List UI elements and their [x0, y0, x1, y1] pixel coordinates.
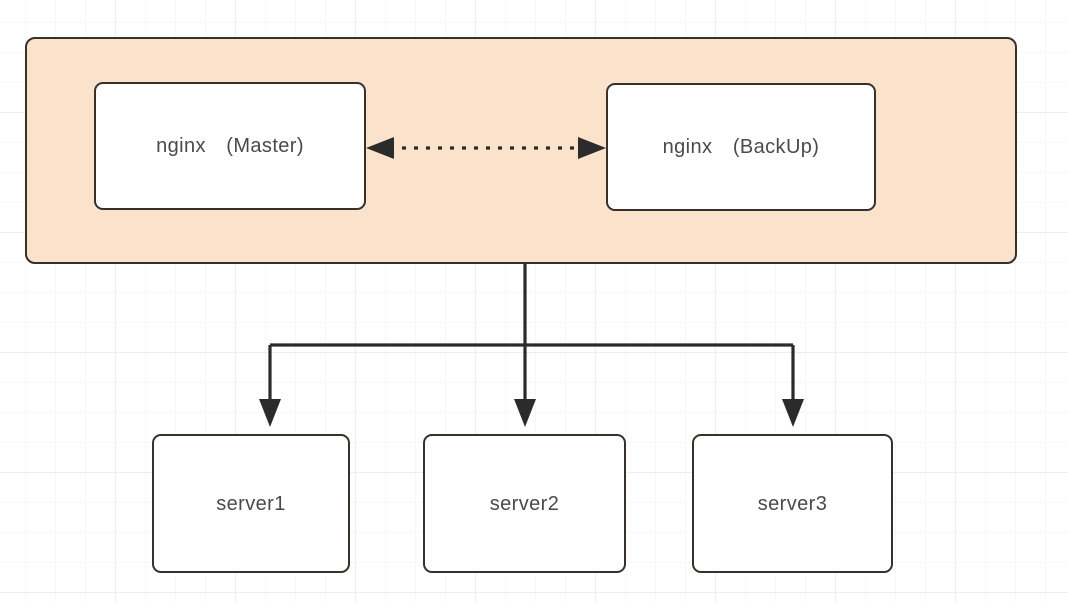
- node-nginx-backup[interactable]: nginx (BackUp): [606, 83, 876, 211]
- connector-to-server2[interactable]: [514, 345, 536, 427]
- node-nginx-backup-label: nginx (BackUp): [662, 136, 820, 158]
- node-server3-label: server3: [757, 492, 828, 515]
- node-server2-label: server2: [489, 492, 560, 515]
- node-server1[interactable]: server1: [152, 434, 350, 573]
- arrowhead-server1-icon: [259, 399, 281, 427]
- node-server2[interactable]: server2: [423, 434, 626, 573]
- node-server3[interactable]: server3: [692, 434, 893, 573]
- arrowhead-server3-icon: [782, 399, 804, 427]
- node-nginx-master-label: nginx (Master): [156, 135, 304, 157]
- connector-to-server3[interactable]: [782, 345, 804, 427]
- arrowhead-server2-icon: [514, 399, 536, 427]
- node-nginx-master[interactable]: nginx (Master): [94, 82, 366, 210]
- node-server1-label: server1: [216, 492, 286, 515]
- connector-to-server1[interactable]: [259, 345, 281, 427]
- connector-cluster-trunk[interactable]: [270, 264, 793, 347]
